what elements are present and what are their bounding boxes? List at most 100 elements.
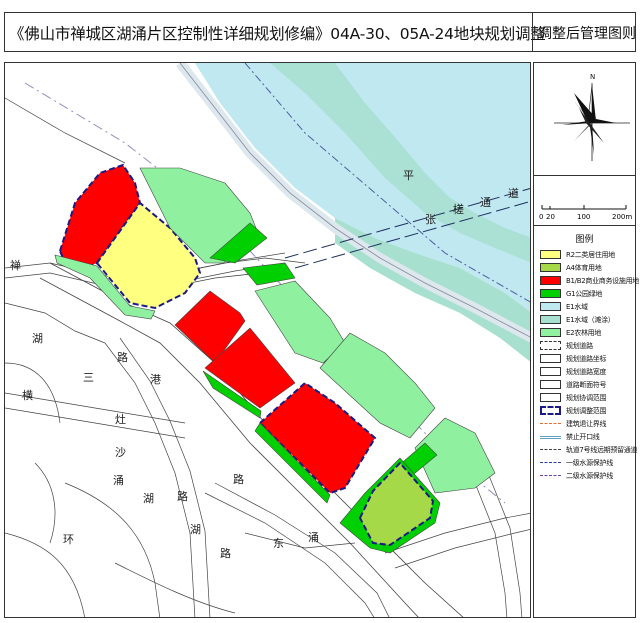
- legend-label: B1/B2商业商务设施用地: [566, 276, 639, 285]
- scale-tick-200: 200m: [612, 213, 632, 221]
- legend-item: 规划调整范围: [534, 404, 635, 417]
- map-label-yong2: 涌: [308, 531, 319, 544]
- legend-label: 规划道路: [566, 341, 593, 350]
- map-label-cha: 槎: [453, 202, 464, 216]
- block-park-north: [209, 222, 268, 264]
- legend-label: 道路断面符号: [566, 380, 607, 389]
- sheet-type-title: 调整后管理图则: [538, 26, 636, 42]
- block-forest-east: [414, 417, 496, 494]
- legend-label: E1水域（滩涂）: [566, 315, 615, 324]
- map-label-hu1: 湖: [32, 332, 43, 345]
- map-label-tong: 通: [480, 196, 491, 209]
- map-label-sha: 沙: [115, 446, 126, 459]
- compass-area: N: [534, 63, 635, 176]
- map-label-san: 三: [83, 371, 94, 384]
- legend-title: 图例: [575, 235, 594, 245]
- river-water: [195, 63, 530, 312]
- legend-item: 禁止开口线: [534, 430, 635, 443]
- main-roads: [39, 257, 464, 617]
- map-label-zhang: 张: [425, 213, 436, 226]
- map-label-huan: 环: [63, 533, 74, 546]
- legend-item: R2二类居住用地: [534, 248, 635, 261]
- legend-item: E1水域（滩涂）: [534, 313, 635, 326]
- legend-label: 一级水源保护线: [566, 458, 613, 467]
- map-canvas[interactable]: 禅 湖 路 横 三 港 灶 沙 涌 湖 路 路 湖 路 东 涌 环 平 张 槎: [5, 63, 531, 618]
- scale-tick-100: 100: [577, 213, 590, 221]
- legend-item: E2农林用地: [534, 326, 635, 339]
- map-label-dong: 东: [273, 537, 284, 550]
- legend-swatch-empty: [540, 380, 561, 389]
- legend-item: 二级水源保护线: [534, 469, 635, 482]
- legend-item: A4体育用地: [534, 261, 635, 274]
- channel-line-2: [294, 201, 530, 269]
- block-commercial-south: [258, 381, 377, 495]
- title-divider: [532, 13, 533, 51]
- legend-swatch-dash-dot: [540, 458, 561, 467]
- legend-item: 一级水源保护线: [534, 456, 635, 469]
- legend-label: 建筑退让界线: [566, 419, 607, 428]
- legend-swatch-dashed-boundary: [540, 406, 561, 415]
- legend-swatch-dash-dot-dot: [540, 471, 561, 480]
- legend-label: 规划调整范围: [566, 406, 607, 415]
- legend-item: G1公园绿地: [534, 287, 635, 300]
- legend-label: 禁止开口线: [566, 432, 600, 441]
- legend-swatch-dashed-line: [540, 419, 561, 428]
- map-label-gang: 港: [150, 373, 161, 386]
- legend-label: R2二类居住用地: [566, 250, 615, 259]
- block-residential: [95, 201, 202, 310]
- side-panel: N 0 20: [533, 62, 639, 618]
- block-park-south-edge: [254, 422, 331, 504]
- block-park-nw-edge: [54, 254, 156, 320]
- map-label-zao: 灶: [115, 413, 126, 426]
- legend-swatch-fill: [540, 276, 561, 285]
- scale-tick-0: 0: [539, 213, 543, 221]
- map-label-heng: 横: [22, 388, 33, 402]
- legend-item: 轨道7号线远期预留通道: [534, 443, 637, 456]
- legend-item: 道路断面符号: [534, 378, 635, 391]
- block-commercial-mid-b: [204, 327, 296, 409]
- title-bar: 《佛山市禅城区湖涌片区控制性详细规划修编》04A-30、05A-24地块规划调整…: [4, 12, 636, 52]
- legend-label: A4体育用地: [566, 263, 602, 272]
- north-arrow-icon: N: [554, 73, 630, 161]
- legend-swatch-fill: [540, 302, 561, 311]
- block-park-mid-edge: [202, 370, 262, 419]
- channel-line-1: [284, 188, 530, 259]
- legend-item: 规划道路宽度: [534, 365, 635, 378]
- map-label-lu3: 路: [233, 473, 244, 486]
- block-park-mid-top: [242, 262, 296, 286]
- map-label-lu2: 路: [177, 490, 188, 503]
- mudflat-upper: [195, 63, 530, 263]
- legend-label: E2农林用地: [566, 328, 602, 337]
- scale-tick-20: 20: [546, 213, 555, 221]
- legend-label: 二级水源保护线: [566, 471, 613, 480]
- legend-label: 规划道路宽度: [566, 367, 607, 376]
- legend-item: 规划协调范围: [534, 391, 635, 404]
- map-label-ping: 平: [403, 169, 414, 182]
- block-sports: [358, 461, 435, 547]
- legend-swatch-empty: [540, 393, 561, 402]
- map-label-dao: 道: [508, 186, 519, 200]
- legend-item: E1水域: [534, 300, 635, 313]
- map-label-yong1: 涌: [113, 474, 124, 487]
- legend-swatch-empty: [540, 367, 561, 376]
- legend-swatch-fill: [540, 250, 561, 259]
- map-label-lu1: 路: [117, 351, 128, 364]
- north-label: N: [590, 73, 595, 81]
- plan-title: 《佛山市禅城区湖涌片区控制性详细规划修编》04A-30、05A-24地块规划调整: [9, 25, 546, 43]
- legend-swatch-fill: [540, 289, 561, 298]
- legend-label: 规划协调范围: [566, 393, 607, 402]
- legend-swatch-dash-line: [540, 445, 561, 454]
- water-protection-line: [244, 63, 530, 303]
- map-panel[interactable]: 禅 湖 路 横 三 港 灶 沙 涌 湖 路 路 湖 路 东 涌 环 平 张 槎: [4, 62, 531, 618]
- legend-item: 规划道路: [534, 339, 635, 352]
- legend-swatch-fill: [540, 315, 561, 324]
- legend-item: 规划道路坐标: [534, 352, 635, 365]
- block-commercial-mid-a: [174, 290, 246, 364]
- map-label-chan: 禅: [10, 258, 21, 272]
- scale-bar: 0 20 100 200m: [539, 205, 632, 221]
- block-forest-south: [319, 332, 436, 439]
- legend-swatch-fill: [540, 328, 561, 337]
- legend-item: 建筑退让界线: [534, 417, 635, 430]
- legend-label: E1水域: [566, 302, 588, 311]
